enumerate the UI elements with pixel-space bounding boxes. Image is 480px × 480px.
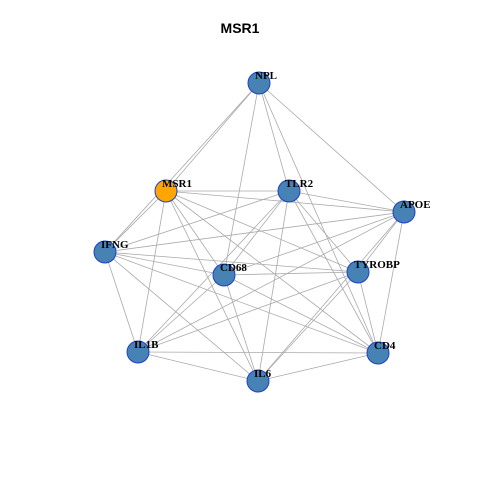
- node-label-tyrobp: TYROBP: [354, 259, 400, 271]
- node-circle-msr1: [154, 179, 178, 203]
- node-circle-ifng: [93, 240, 117, 264]
- node-cd68: CD68: [212, 262, 247, 287]
- edge-cd68-tyrobp: [223, 271, 359, 276]
- edge-il1b-il6: [137, 351, 259, 382]
- edge-npl-cd4: [258, 82, 379, 354]
- node-circle-npl: [247, 71, 271, 95]
- edge-cd68-cd4: [223, 274, 379, 354]
- node-label-ifng: IFNG: [101, 239, 129, 251]
- edge-tlr2-il6: [257, 190, 290, 382]
- edge-ifng-cd4: [104, 251, 379, 354]
- edge-msr1-il1b: [137, 190, 167, 353]
- edge-npl-apoe: [258, 82, 405, 213]
- node-apoe: APOE: [392, 199, 431, 224]
- edge-tyrobp-il6: [257, 271, 359, 382]
- graph-title: MSR1: [220, 20, 260, 36]
- edge-cd68-il1b: [137, 274, 225, 353]
- edge-cd4-il6: [257, 352, 379, 382]
- edge-tlr2-apoe: [288, 190, 405, 213]
- node-ifng: IFNG: [93, 239, 129, 264]
- edge-msr1-cd4: [165, 190, 379, 354]
- node-npl: NPL: [247, 70, 277, 95]
- edge-ifng-il1b: [104, 251, 139, 353]
- node-label-npl: NPL: [255, 70, 277, 82]
- node-circle-il6: [246, 369, 270, 393]
- node-circle-tyrobp: [346, 260, 370, 284]
- node-circle-il1b: [126, 340, 150, 364]
- edge-tyrobp-cd4: [357, 271, 379, 354]
- node-label-cd68: CD68: [220, 262, 247, 274]
- node-label-apoe: APOE: [400, 199, 431, 211]
- edge-npl-tlr2: [258, 82, 290, 192]
- edge-npl-ifng: [104, 82, 260, 253]
- node-il1b: IL1B: [126, 339, 159, 364]
- edge-layer: [104, 82, 405, 382]
- node-cd4: CD4: [366, 340, 396, 365]
- node-circle-cd68: [212, 263, 236, 287]
- node-label-msr1: MSR1: [162, 178, 192, 190]
- edge-apoe-cd68: [223, 211, 405, 276]
- edge-apoe-cd4: [377, 211, 405, 354]
- edge-cd68-il6: [223, 274, 259, 382]
- node-tyrobp: TYROBP: [346, 259, 400, 284]
- edge-apoe-tyrobp: [357, 211, 405, 273]
- edge-npl-cd68: [223, 82, 260, 276]
- node-label-il1b: IL1B: [134, 339, 159, 351]
- edge-tlr2-cd68: [223, 190, 290, 276]
- edge-il1b-cd4: [137, 351, 379, 354]
- node-label-tlr2: TLR2: [285, 178, 314, 190]
- edge-apoe-ifng: [104, 211, 405, 253]
- edge-tlr2-ifng: [104, 190, 290, 253]
- edge-tlr2-tyrobp: [288, 190, 359, 273]
- node-circle-tlr2: [277, 179, 301, 203]
- node-il6: IL6: [246, 368, 272, 393]
- node-label-cd4: CD4: [374, 340, 396, 352]
- edge-npl-msr1: [165, 82, 260, 192]
- edge-msr1-tyrobp: [165, 190, 359, 273]
- node-circle-cd4: [366, 341, 390, 365]
- edge-apoe-il1b: [137, 211, 405, 353]
- node-msr1: MSR1: [154, 178, 192, 203]
- node-label-il6: IL6: [254, 368, 272, 380]
- edge-tlr2-cd4: [288, 190, 379, 354]
- node-circle-apoe: [392, 200, 416, 224]
- edge-ifng-tyrobp: [104, 251, 359, 273]
- node-tlr2: TLR2: [277, 178, 314, 203]
- edge-msr1-ifng: [104, 190, 167, 253]
- edge-ifng-cd68: [104, 251, 225, 276]
- edge-ifng-il6: [104, 251, 259, 382]
- edge-tyrobp-il1b: [137, 271, 359, 353]
